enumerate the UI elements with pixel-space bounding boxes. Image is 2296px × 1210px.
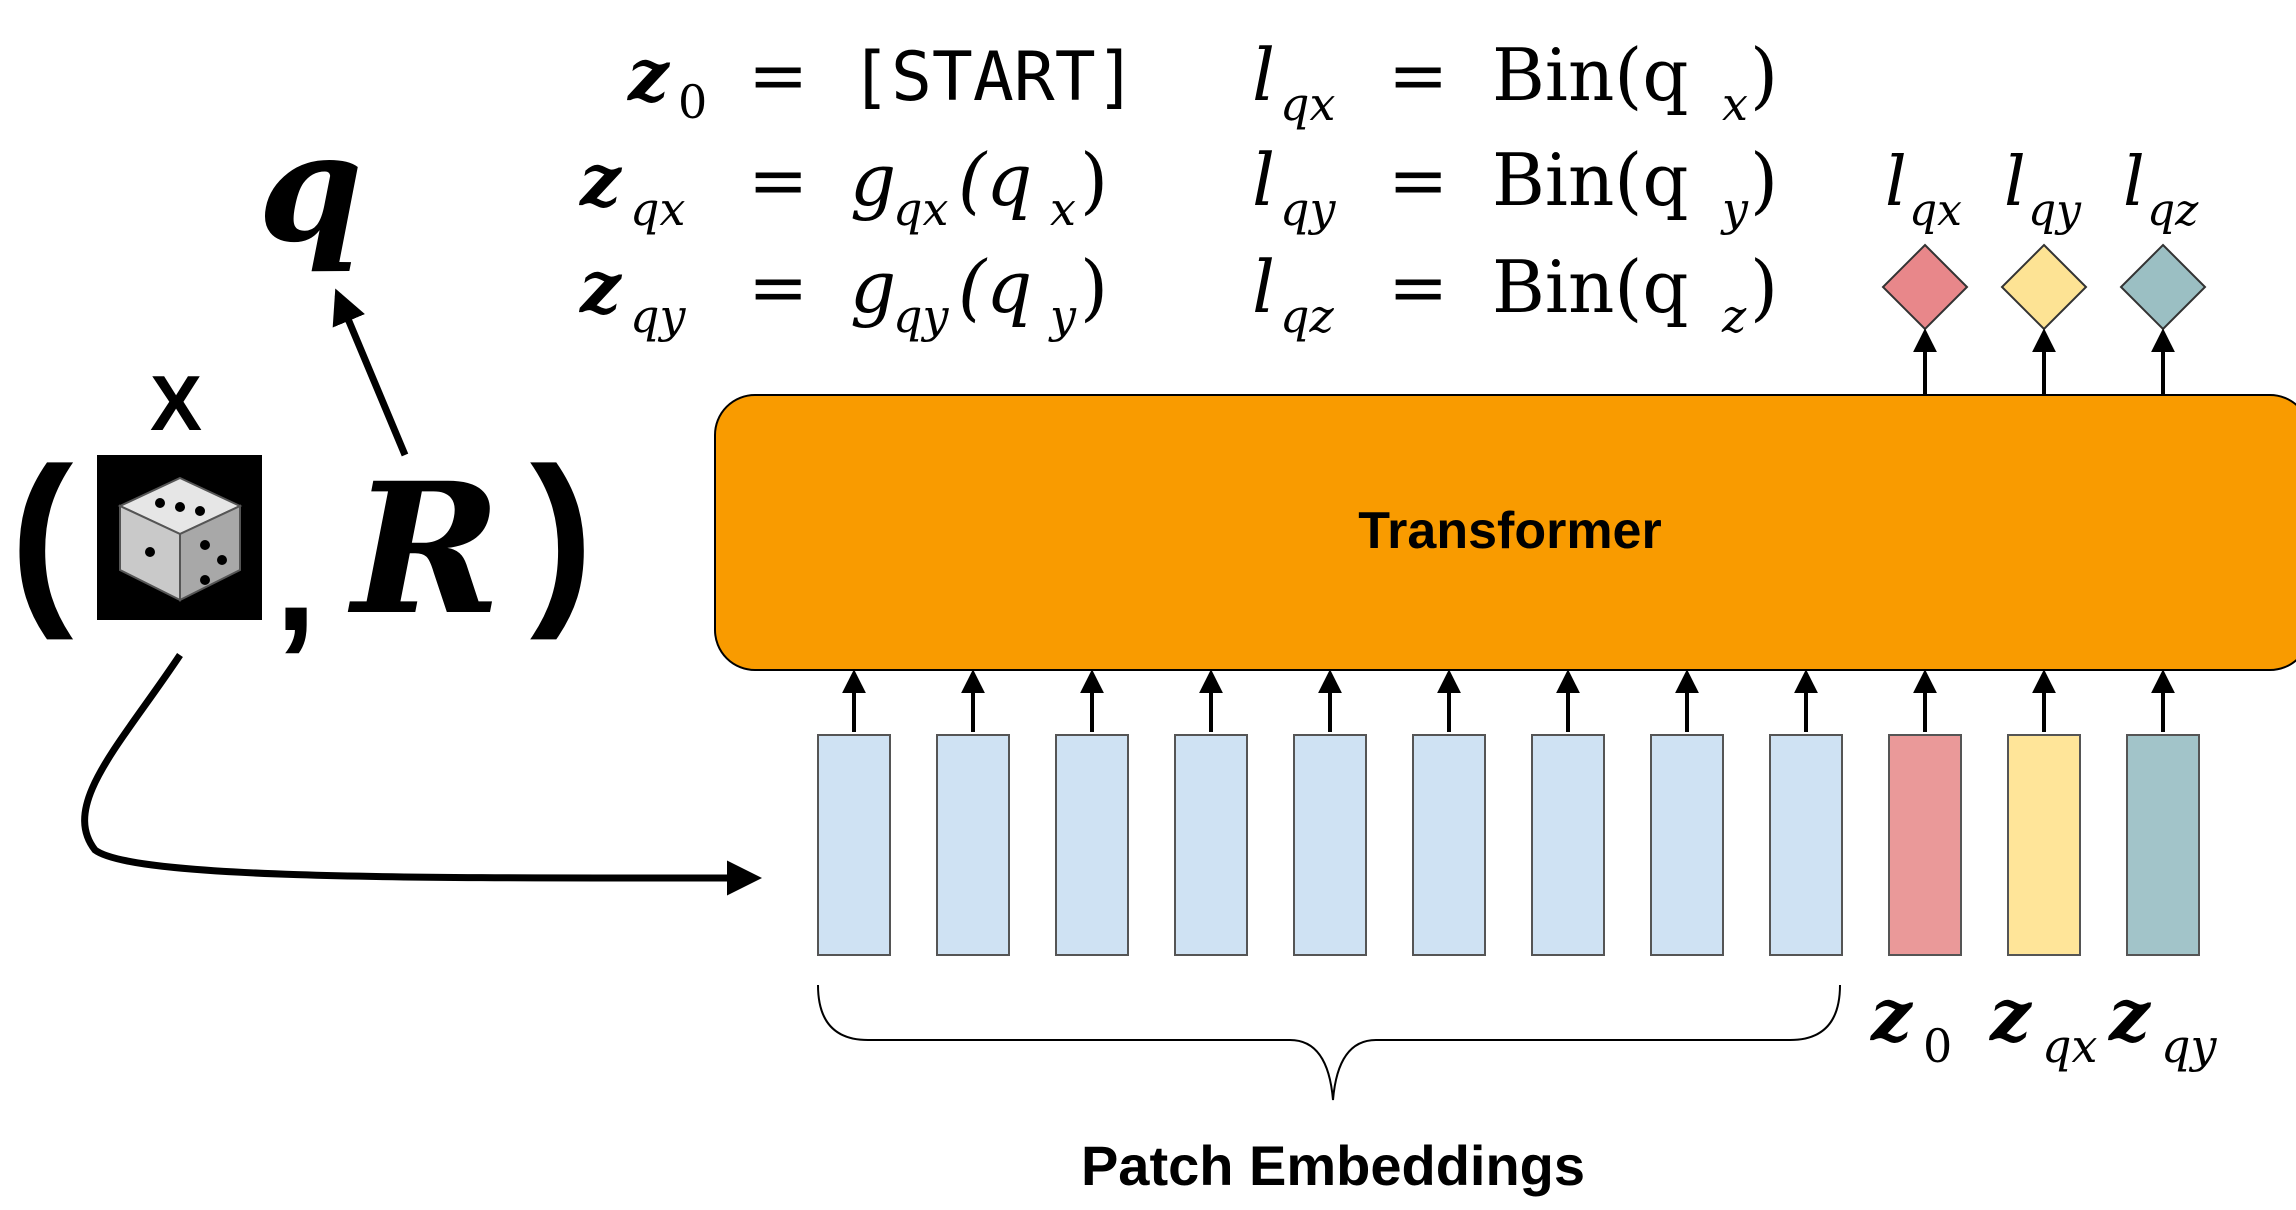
eq-zqx-close: ) bbox=[1080, 138, 1108, 222]
patch-token-4 bbox=[1293, 734, 1367, 956]
patch-token-6 bbox=[1531, 734, 1605, 956]
transformer-label: Transformer bbox=[1358, 502, 1661, 560]
patch-token-5 bbox=[1412, 734, 1486, 956]
patch-token-0 bbox=[817, 734, 891, 956]
patch-token-1 bbox=[936, 734, 1010, 956]
eq-lqx-lhs: l bbox=[1252, 33, 1275, 117]
equation-zqy: z qy = g qy (q y ) bbox=[578, 244, 1108, 343]
equation-z0: z 0 = [START] bbox=[626, 32, 1137, 129]
eq-lqz-lhs-sub: qz bbox=[1280, 289, 1334, 343]
special-token-label-0: z bbox=[1869, 972, 1914, 1057]
output-diamond-0 bbox=[1881, 243, 1969, 331]
eq-z0-equals: = bbox=[748, 33, 808, 117]
eq-zqx-arg: (q bbox=[958, 138, 1032, 222]
eq-zqy-arg-sub: y bbox=[1048, 289, 1077, 343]
eq-zqx-lhs: z bbox=[578, 137, 623, 222]
eq-zqy-func-sub: qy bbox=[893, 289, 949, 343]
output-label-1: l bbox=[2004, 143, 2026, 222]
output-diamond-1 bbox=[2000, 243, 2088, 331]
eq-lqy-rhs: Bin(q bbox=[1492, 138, 1689, 222]
equation-zqx: z qx = g qx (q x ) bbox=[578, 137, 1108, 236]
eq-lqx-lhs-sub: qx bbox=[1280, 77, 1335, 131]
equation-lqx: l qx = Bin(q x ) bbox=[1252, 33, 1778, 131]
eq-lqz-lhs: l bbox=[1252, 245, 1275, 329]
transformer-block: Transformer bbox=[714, 394, 2296, 671]
eq-zqx-lhs-sub: qx bbox=[630, 182, 685, 236]
special-token-label-1: z bbox=[1988, 972, 2033, 1057]
eq-zqy-lhs-sub: qy bbox=[630, 289, 686, 343]
eq-zqy-arg: (q bbox=[958, 245, 1032, 329]
eq-lqy-lhs-sub: qy bbox=[1280, 182, 1336, 236]
eq-zqx-func: g bbox=[850, 138, 896, 222]
eq-lqz-close: ) bbox=[1750, 245, 1778, 329]
x-label: X bbox=[150, 359, 202, 447]
eq-lqy-rhs-sub: y bbox=[1720, 182, 1749, 236]
output-diamond-2 bbox=[2119, 243, 2207, 331]
open-paren: ( bbox=[10, 429, 74, 641]
special-token-0 bbox=[1888, 734, 1962, 956]
comma: , bbox=[275, 494, 317, 662]
close-paren: ) bbox=[530, 429, 593, 641]
eq-z0-rhs: [START] bbox=[850, 38, 1137, 117]
q-label: q bbox=[258, 100, 363, 276]
input-group: q X ( , R ) bbox=[10, 100, 762, 896]
eq-lqz-rhs: Bin(q bbox=[1492, 245, 1689, 329]
patch-token-2 bbox=[1055, 734, 1129, 956]
patch-token-8 bbox=[1769, 734, 1843, 956]
arrow-to-patches bbox=[81, 653, 762, 896]
output-label-sub-1: qy bbox=[2028, 185, 2082, 236]
dice-image bbox=[97, 455, 262, 620]
transformer-box bbox=[714, 394, 2296, 671]
eq-lqy-equals: = bbox=[1388, 138, 1448, 222]
output-label-2: l bbox=[2123, 143, 2145, 222]
equation-lqz: l qz = Bin(q z ) bbox=[1252, 245, 1778, 343]
eq-lqz-rhs-sub: z bbox=[1721, 289, 1747, 343]
eq-lqx-close: ) bbox=[1750, 33, 1778, 117]
special-token-sub-0: 0 bbox=[1923, 1019, 1952, 1073]
eq-lqz-equals: = bbox=[1388, 245, 1448, 329]
patch-embeddings-label: Patch Embeddings bbox=[1081, 1134, 1585, 1197]
arrow-to-q bbox=[332, 288, 409, 457]
eq-lqy-lhs: l bbox=[1252, 138, 1275, 222]
eq-lqx-rhs: Bin(q bbox=[1492, 33, 1689, 117]
eq-lqy-close: ) bbox=[1750, 138, 1778, 222]
patch-brace bbox=[817, 984, 1841, 1101]
equations-block: z 0 = [START] z qx = g qx (q x ) z qy = … bbox=[578, 32, 1778, 343]
patch-token-7 bbox=[1650, 734, 1724, 956]
eq-zqx-equals: = bbox=[748, 138, 808, 222]
eq-zqx-func-sub: qx bbox=[893, 182, 948, 236]
output-label-sub-2: qz bbox=[2147, 185, 2199, 236]
eq-zqy-equals: = bbox=[748, 245, 808, 329]
eq-zqy-func: g bbox=[850, 245, 896, 329]
special-token-label-2: z bbox=[2107, 972, 2152, 1057]
eq-z0-lhs-sub: 0 bbox=[678, 75, 707, 129]
r-label: R bbox=[347, 444, 502, 655]
output-label-0: l bbox=[1885, 143, 1907, 222]
eq-z0-lhs: z bbox=[626, 32, 671, 117]
eq-zqx-arg-sub: x bbox=[1050, 182, 1076, 236]
eq-lqx-rhs-sub: x bbox=[1722, 77, 1748, 131]
special-token-1 bbox=[2007, 734, 2081, 956]
eq-lqx-equals: = bbox=[1388, 33, 1448, 117]
equation-lqy: l qy = Bin(q y ) bbox=[1252, 138, 1778, 236]
patch-token-3 bbox=[1174, 734, 1248, 956]
eq-zqy-lhs: z bbox=[578, 244, 623, 329]
special-token-2 bbox=[2126, 734, 2200, 956]
special-token-sub-1: qx bbox=[2042, 1019, 2097, 1073]
eq-zqy-close: ) bbox=[1080, 245, 1108, 329]
output-label-sub-0: qx bbox=[1909, 185, 1962, 236]
special-token-sub-2: qy bbox=[2161, 1019, 2217, 1073]
